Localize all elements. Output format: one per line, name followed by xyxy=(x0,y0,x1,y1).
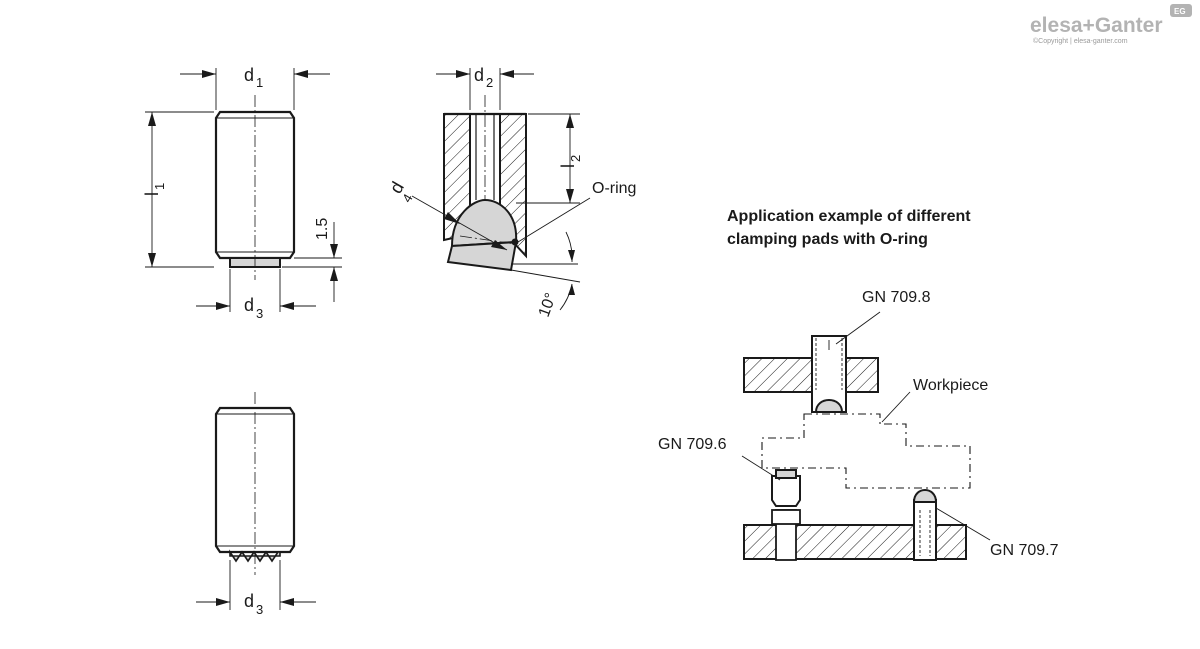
d3-top-label-sub: 3 xyxy=(256,306,263,321)
d3-bottom-arrow-right xyxy=(280,598,294,606)
angle-arc-lower xyxy=(559,283,573,311)
logo-copyright: ©Copyright | elesa-ganter.com xyxy=(1033,37,1128,45)
l1-label: l xyxy=(142,192,162,196)
angle-arrow-lower xyxy=(568,284,575,295)
o-ring-label: O-ring xyxy=(592,180,636,197)
pad-view-smooth: d 1 l 1 1.5 d 3 xyxy=(142,65,342,321)
pad-view-section: d 2 l 2 d 4 O-ring 10° xyxy=(386,65,637,319)
d3-top-arrow-right xyxy=(280,302,294,310)
gn-709-6-leader xyxy=(741,455,781,481)
d2-arrow-left xyxy=(456,70,470,78)
angle-ref-tilted xyxy=(510,269,581,283)
l1-arrow-bottom xyxy=(148,253,156,267)
d3-bottom-label: d xyxy=(244,591,254,611)
workpiece-label: Workpiece xyxy=(913,377,988,394)
step-arrow-bottom xyxy=(330,267,338,281)
d4-arrow-in xyxy=(444,212,460,224)
l2-arrow-bottom xyxy=(566,189,574,203)
serration-teeth xyxy=(229,549,281,563)
o-ring-section xyxy=(511,238,519,246)
upper-bar-right xyxy=(845,357,879,393)
gn-709-6-nut xyxy=(771,509,801,525)
gn-709-6-label: GN 709.6 xyxy=(658,436,727,453)
ball-center-line xyxy=(459,235,516,245)
gn-709-7-leader xyxy=(935,507,991,541)
gn-709-7-label: GN 709.7 xyxy=(990,542,1059,559)
upper-bar-left xyxy=(743,357,813,393)
d3-top-arrow-left xyxy=(216,302,230,310)
d1-arrow-right xyxy=(294,70,308,78)
d3-top-label: d xyxy=(244,295,254,315)
application-title-line2: clamping pads with O-ring xyxy=(727,231,928,248)
l2-label-sub: 2 xyxy=(568,155,583,162)
d2-label-sub: 2 xyxy=(486,75,493,90)
logo-badge-bg xyxy=(1170,4,1192,17)
angle-arrow-upper xyxy=(568,250,575,262)
d3-bottom-label-sub: 3 xyxy=(256,602,263,617)
pad-view-serrated: d 3 xyxy=(196,392,316,617)
d4-label-sub: 4 xyxy=(399,191,416,205)
d1-label: d xyxy=(244,65,254,85)
pad-disc xyxy=(446,240,518,272)
logo-text: elesa+Ganter xyxy=(1030,14,1163,37)
application-example: Application example of different clampin… xyxy=(658,208,1059,561)
d4-arrow-out xyxy=(491,240,507,250)
logo-badge: EG xyxy=(1174,7,1186,16)
gn-709-7-body xyxy=(913,499,937,561)
d2-label: d xyxy=(474,65,484,85)
d3-bottom-arrow-left xyxy=(216,598,230,606)
o-ring-leader xyxy=(517,197,591,243)
l2-label: l xyxy=(558,164,578,168)
l1-arrow-top xyxy=(148,112,156,126)
gn-709-8-label: GN 709.8 xyxy=(862,289,931,306)
gn-709-6-contact xyxy=(775,469,797,479)
step-arrow-top xyxy=(330,244,338,258)
d1-label-sub: 1 xyxy=(256,75,263,90)
d1-arrow-left xyxy=(202,70,216,78)
gn-709-6-pad xyxy=(771,475,801,507)
l1-label-sub: 1 xyxy=(152,183,167,190)
gn-709-8-ball xyxy=(814,399,844,413)
gn-709-7-ball xyxy=(912,489,938,503)
l2-arrow-top xyxy=(566,114,574,128)
angle-label: 10° xyxy=(536,291,560,320)
d4-leader xyxy=(411,195,508,251)
workpiece-leader xyxy=(881,391,911,423)
gn-709-8-leader xyxy=(835,311,881,345)
ball-head xyxy=(450,198,518,248)
application-title-line1: Application example of different xyxy=(727,208,971,225)
d2-arrow-right xyxy=(500,70,514,78)
step-label: 1.5 xyxy=(314,218,331,240)
workpiece-outline xyxy=(761,413,971,489)
brand-logo: elesa+Ganter EG ©Copyright | elesa-gante… xyxy=(1030,4,1192,45)
